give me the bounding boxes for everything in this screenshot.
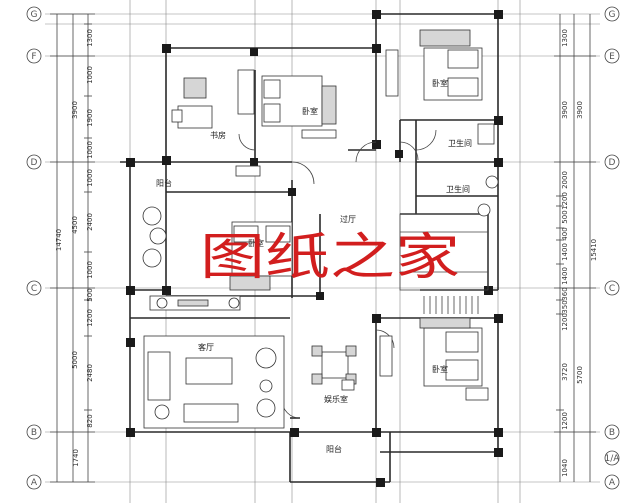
dim-right-1200a: 1200 [561, 192, 569, 210]
dim-right-350: 350 [561, 300, 569, 313]
axis-left-a: A [31, 478, 38, 488]
bath-furniture [477, 123, 499, 217]
dim-right-360: 360 [561, 287, 569, 300]
axis-right-1a: 1/A [605, 454, 621, 464]
dim-right-1200c: 1200 [561, 412, 569, 430]
dim-right-5700: 5700 [576, 366, 584, 384]
axis-bubbles-right: G E D C B 1/A A [605, 6, 621, 490]
axis-right-c: C [609, 284, 615, 294]
columns [126, 10, 503, 487]
bedroom-bottom-right-furniture [379, 317, 489, 401]
left-dimension-chain: 1300 1000 1900 1000 1000 2400 1000 500 1… [50, 13, 95, 483]
axis-right-e: E [609, 52, 615, 62]
axis-left-c: C [31, 284, 37, 294]
dim-right-1040: 1040 [561, 459, 569, 477]
recreation-furniture [311, 345, 357, 391]
room-living: 客厅 [198, 342, 214, 352]
bedroom-center-furniture [229, 221, 293, 291]
dim-left-1900: 1900 [86, 109, 94, 127]
dim-right-3900a: 3900 [561, 101, 569, 119]
room-balcony-west: 阳台 [156, 178, 172, 188]
dim-right-3900b: 3900 [576, 101, 584, 119]
dim-right-400: 400 [561, 227, 569, 240]
bedroom-top-right-furniture [385, 29, 483, 101]
axis-bubbles-left: G F D C B A [26, 6, 42, 490]
axis-right-b: B [609, 428, 615, 438]
dim-left-1000b: 1000 [86, 141, 94, 159]
staircase [399, 213, 489, 314]
dim-left-4500: 4500 [71, 216, 79, 234]
axis-left-b: B [31, 428, 37, 438]
room-balcony-south: 阳台 [326, 444, 342, 454]
dim-left-1740: 1740 [72, 449, 80, 467]
living-furniture [143, 335, 285, 429]
axis-left-f: F [31, 52, 36, 62]
dim-left-2400: 2400 [86, 213, 94, 231]
watermark-text: 图纸之家 [200, 228, 460, 286]
axis-left-d: D [31, 158, 38, 168]
dim-left-1000c: 1000 [86, 169, 94, 187]
room-bedroom-center: 卧室 [248, 238, 264, 248]
room-recreation: 娱乐室 [324, 394, 348, 404]
axis-right-g: G [609, 10, 616, 20]
dim-left-5000: 5000 [71, 351, 79, 369]
dim-left-3900: 3900 [71, 101, 79, 119]
room-labels: 书房 卧室 卧室 卫生间 卫生间 阳台 卧室 过厅 客厅 娱乐室 阳台 卧室 [156, 78, 472, 454]
room-bedroom-bottom-right: 卧室 [432, 364, 448, 374]
dim-right-3720: 3720 [561, 363, 569, 381]
room-bath-2: 卫生间 [446, 184, 470, 194]
axis-right-d: D [609, 158, 616, 168]
dim-left-1200: 1200 [86, 309, 94, 327]
dim-right-1400a: 1400 [561, 243, 569, 261]
room-bedroom-top: 卧室 [302, 106, 318, 116]
dim-left-1300: 1300 [86, 29, 94, 47]
dim-left-500: 500 [86, 288, 94, 301]
dim-right-15410: 15410 [590, 239, 598, 261]
room-bath-1: 卫生间 [448, 138, 472, 148]
axis-right-a: A [609, 478, 616, 488]
dim-left-1000a: 1000 [86, 66, 94, 84]
dim-right-2000: 2000 [561, 171, 569, 189]
tv-cabinet [149, 295, 241, 311]
dim-left-820: 820 [86, 414, 94, 427]
dim-right-1300: 1300 [561, 29, 569, 47]
dim-left-14740: 14740 [55, 229, 63, 251]
dim-right-1200b: 1200 [561, 313, 569, 331]
dim-left-2480: 2480 [86, 364, 94, 382]
dim-right-500: 500 [561, 210, 569, 223]
room-bedroom-top-right: 卧室 [432, 78, 448, 88]
study-furniture [171, 69, 255, 129]
right-dimension-chain: 1300 3900 2000 1200 500 400 1400 1400 36… [554, 14, 598, 482]
room-study: 书房 [210, 130, 226, 140]
balcony-west-furniture [142, 165, 261, 268]
dim-left-1000d: 1000 [86, 261, 94, 279]
bedroom-top-furniture [261, 75, 337, 139]
room-hall: 过厅 [340, 214, 356, 224]
axis-left-g: G [31, 10, 38, 20]
dim-right-1400b: 1400 [561, 267, 569, 285]
walls [120, 13, 499, 483]
